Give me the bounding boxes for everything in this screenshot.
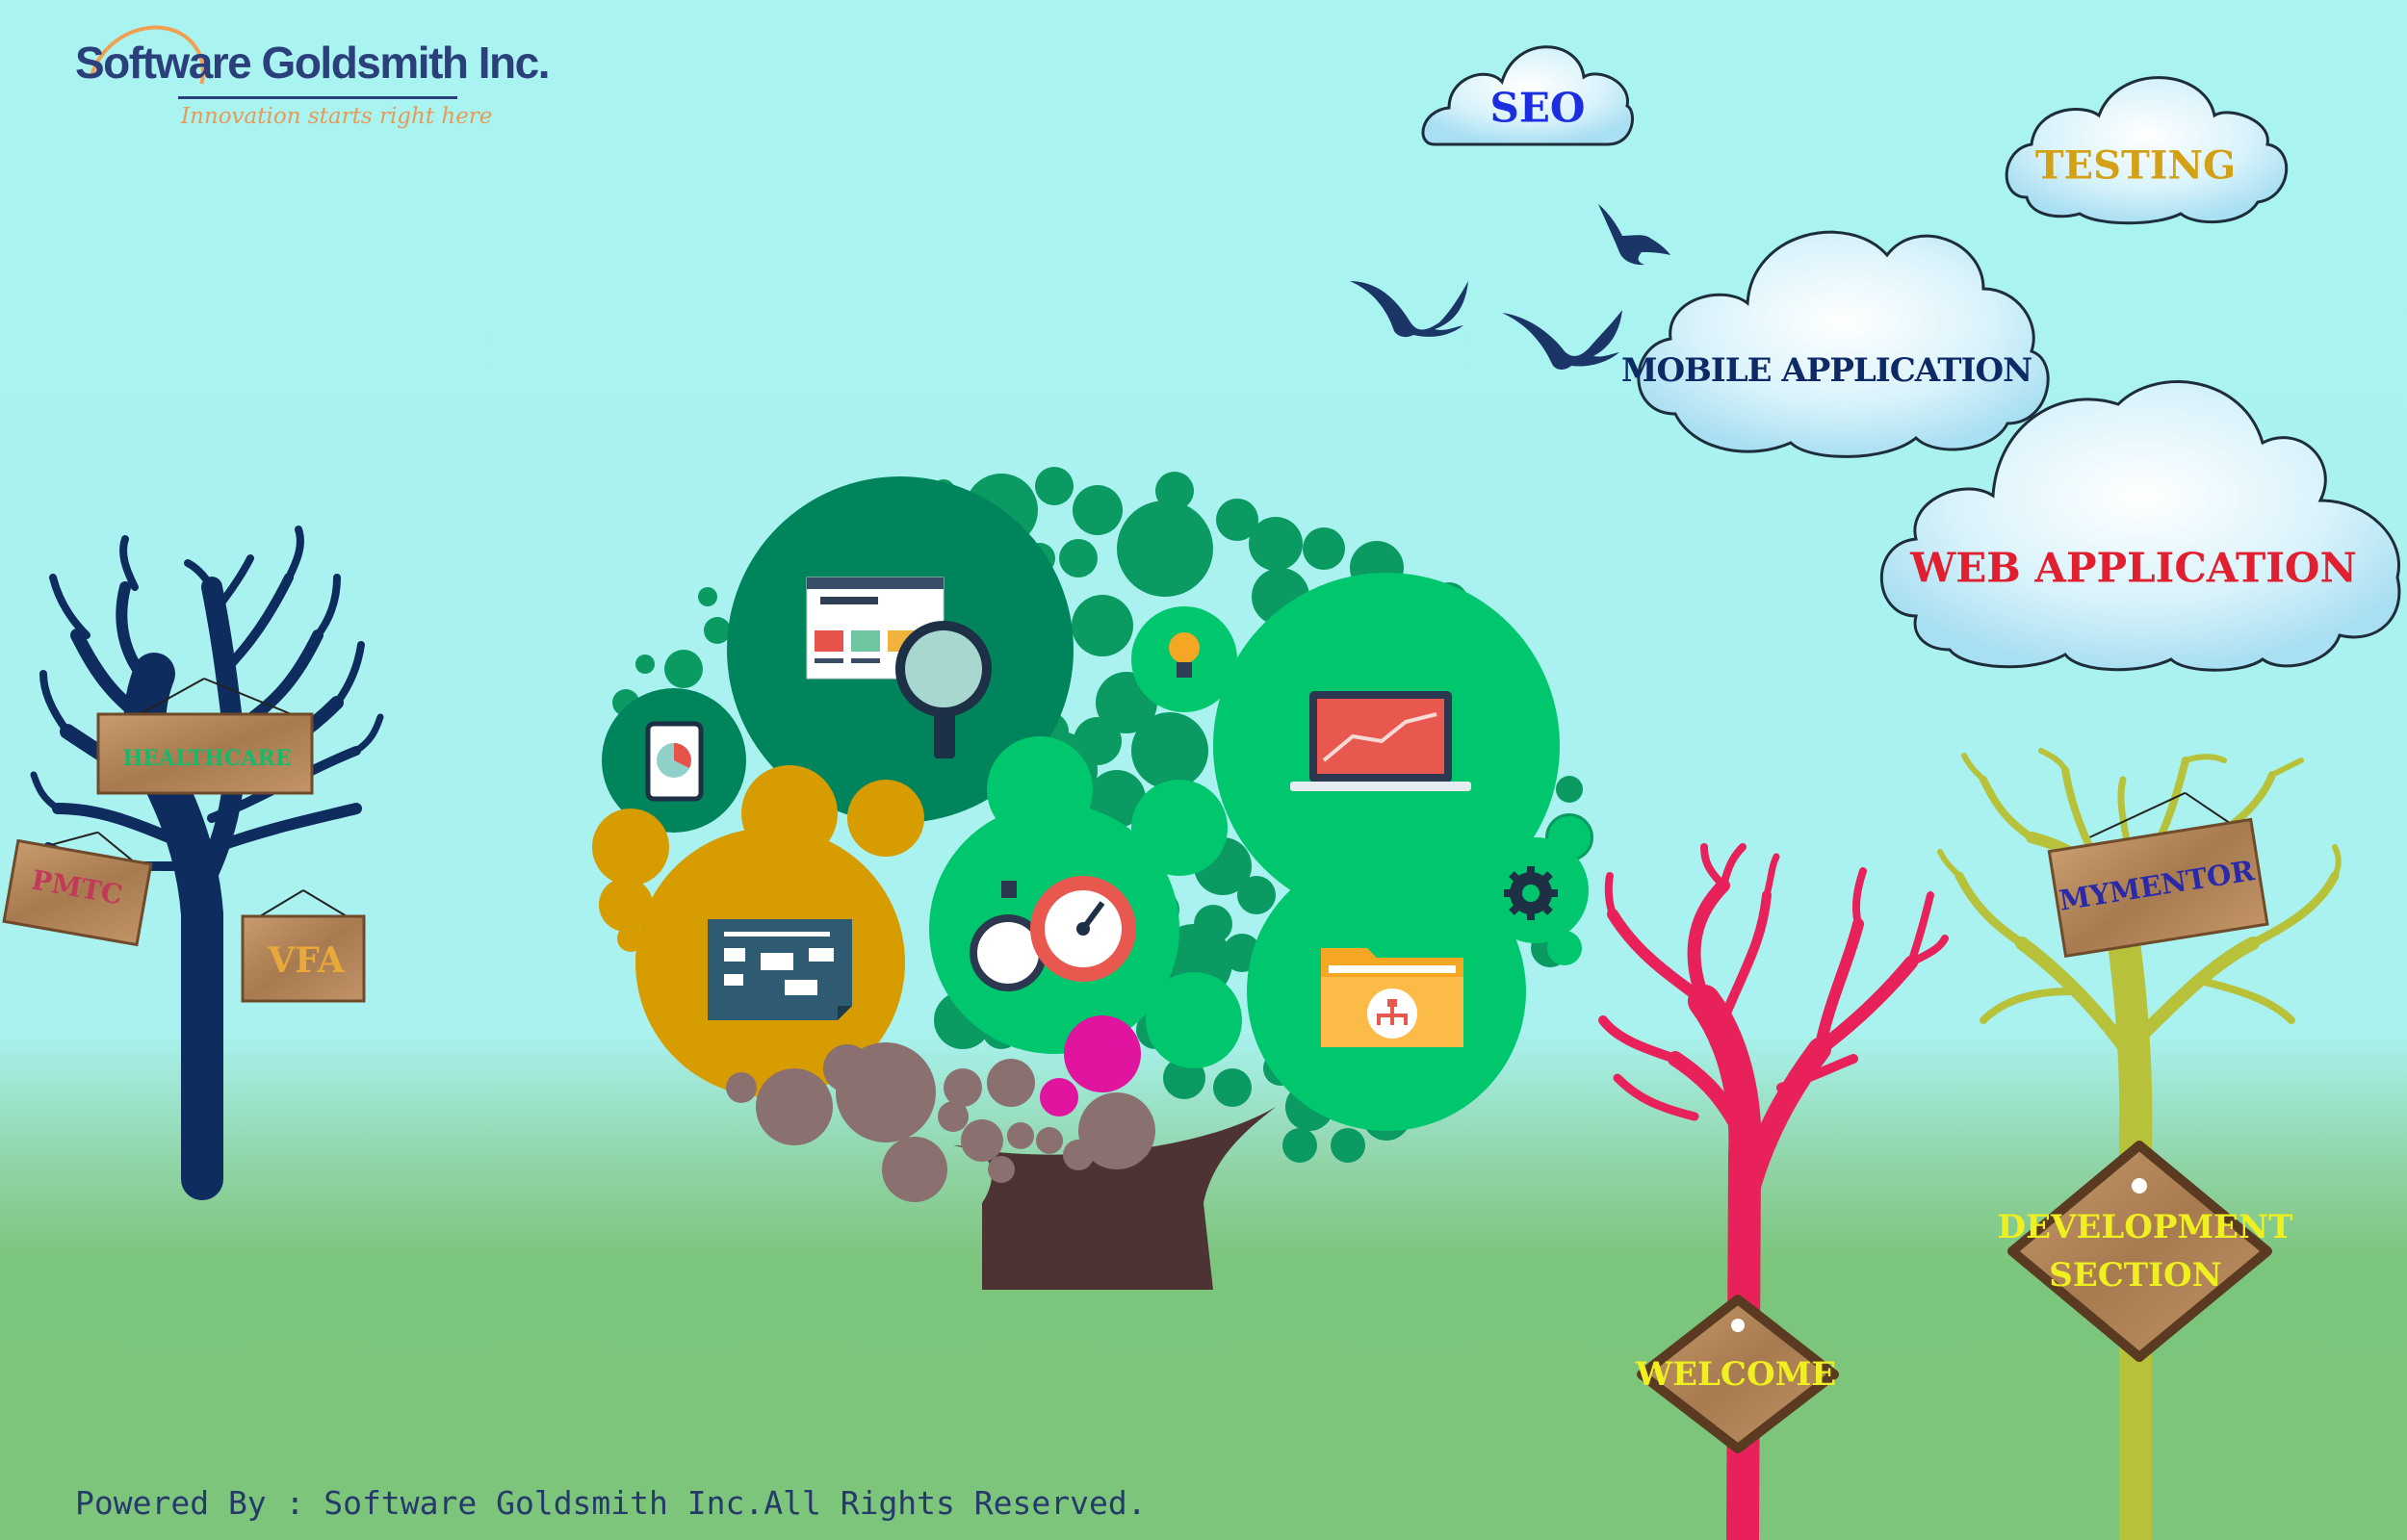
company-name: Software Goldsmith Inc. bbox=[75, 38, 551, 88]
development-section-link[interactable]: DEVELOPMENT SECTION bbox=[1998, 1203, 2293, 1299]
welcome-link[interactable]: WELCOME bbox=[1635, 1355, 1837, 1394]
web-application-link[interactable]: WEB APPLICATION bbox=[1910, 544, 2357, 592]
healthcare-sign[interactable] bbox=[96, 678, 314, 795]
vfa-link[interactable]: VFA bbox=[268, 940, 345, 981]
welcome-tree bbox=[1598, 843, 1949, 1540]
cloud-seo[interactable] bbox=[1421, 45, 1634, 146]
cloud-testing[interactable] bbox=[2005, 76, 2289, 225]
tablet-pie-icon bbox=[645, 721, 704, 802]
mobile-application-link[interactable]: MOBILE APPLICATION bbox=[1620, 351, 2032, 390]
laptop-chart-icon bbox=[1290, 691, 1471, 791]
welcome-sign[interactable] bbox=[1637, 1295, 1839, 1453]
bird-icon bbox=[1350, 281, 1468, 338]
development-section-sign[interactable] bbox=[2007, 1141, 2272, 1362]
flowchart-document-icon bbox=[708, 919, 852, 1020]
company-logo[interactable]: Software Goldsmith Inc. Innovation start… bbox=[65, 3, 551, 159]
folder-network-icon bbox=[1321, 948, 1463, 1047]
pmtc-sign[interactable] bbox=[2, 819, 155, 947]
stopwatch-gauge-icon bbox=[970, 876, 1136, 991]
bird-icon bbox=[1502, 310, 1622, 370]
tree-trunk bbox=[953, 1107, 1276, 1290]
vfa-sign[interactable] bbox=[241, 889, 366, 1003]
cloud-web-application[interactable] bbox=[1879, 380, 2401, 672]
seo-link[interactable]: SEO bbox=[1489, 84, 1586, 132]
healthcare-link[interactable]: HEALTHCARE bbox=[122, 746, 292, 771]
logo-divider bbox=[178, 96, 457, 99]
bird-icon bbox=[1598, 204, 1670, 266]
development-label-line1: DEVELOPMENT bbox=[1997, 1208, 2293, 1246]
mymentor-sign[interactable] bbox=[2043, 783, 2269, 959]
development-label-line2: SECTION bbox=[2049, 1256, 2222, 1295]
footer-copyright: Powered By : Software Goldsmith Inc.All … bbox=[75, 1484, 1147, 1522]
bulb-icon bbox=[1169, 632, 1200, 678]
cloud-mobile-application[interactable] bbox=[1637, 230, 2050, 458]
web-page-magnifier-icon bbox=[806, 577, 992, 758]
testing-link[interactable]: TESTING bbox=[2034, 142, 2237, 189]
gear-icon bbox=[1504, 866, 1558, 920]
company-tagline: Innovation starts right here bbox=[181, 104, 493, 129]
